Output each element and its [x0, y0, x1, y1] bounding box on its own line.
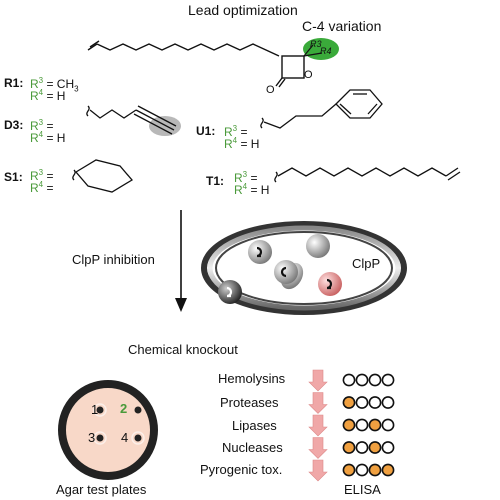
elisa-well	[368, 463, 382, 477]
wavy-bond	[274, 171, 278, 183]
elisa-well	[368, 418, 382, 432]
plate-well-label-1: 1	[91, 402, 99, 417]
protein-label: ClpP	[352, 256, 381, 271]
elisa-well	[381, 396, 395, 409]
variation-label: C-4 variation	[302, 18, 382, 34]
u1-r4: R4 = H	[224, 136, 260, 151]
factor-nucleases: Nucleases	[222, 440, 283, 455]
lactone-ring	[281, 55, 305, 79]
t1-r3: R3 =	[234, 170, 258, 185]
factor-lipases: Lipases	[232, 418, 277, 433]
process-arrow	[175, 210, 187, 312]
elisa-well	[342, 373, 356, 387]
elisa-label: ELISA	[344, 482, 381, 497]
ring-oxygen: O	[304, 69, 313, 81]
lead-structure	[87, 40, 305, 88]
down-arrow-icon	[308, 459, 328, 482]
clpp-subunit	[248, 240, 272, 264]
elisa-well	[355, 373, 369, 387]
elisa-well	[355, 441, 369, 454]
factor-arrows	[308, 369, 328, 482]
t1-structure	[274, 167, 461, 183]
elisa-well	[368, 396, 382, 409]
well-4	[134, 434, 142, 442]
down-arrow-icon	[308, 437, 328, 459]
elisa-grid	[342, 373, 395, 477]
d3-structure	[86, 105, 181, 136]
d3-r4: R4 = H	[30, 130, 66, 145]
scaffold-r4: R4	[320, 46, 332, 56]
r3-bond	[303, 44, 314, 57]
r4-bond	[303, 52, 323, 57]
compound-id-s1: S1:	[4, 170, 23, 184]
factor-pyrogenic: Pyrogenic tox.	[200, 462, 283, 477]
clpp-diagram	[201, 221, 407, 315]
plate-well-label-4: 4	[121, 430, 129, 445]
compound-id-d3: D3:	[4, 118, 24, 132]
wavy-bond	[86, 105, 90, 117]
wavy-bond	[260, 117, 264, 129]
carbonyl-bond	[275, 77, 283, 87]
elisa-well	[355, 418, 369, 432]
elisa-well	[368, 441, 382, 454]
r1-r3: R3 = CH3	[30, 76, 79, 94]
plate-well-label-3: 3	[88, 430, 96, 445]
t1-r4: R4 = H	[234, 182, 270, 197]
clpp-subunit-dark	[218, 280, 242, 304]
plate-well-label-2: 2	[120, 401, 128, 416]
down-arrow-icon	[308, 414, 328, 437]
elisa-well	[381, 441, 395, 454]
elisa-well	[342, 418, 356, 432]
plate-label: Agar test plates	[56, 482, 147, 497]
s1-r3: R3 =	[30, 168, 54, 183]
scaffold-r3: R3	[310, 39, 322, 49]
s1-r4: R4 =	[30, 180, 54, 195]
well-3	[96, 434, 104, 442]
compound-id-t1: T1:	[206, 174, 225, 188]
compound-id-u1: U1:	[196, 124, 216, 138]
elisa-well	[342, 396, 356, 409]
well-2	[134, 406, 142, 414]
clpp-subunit-red	[318, 272, 342, 296]
agar-plate	[58, 380, 158, 480]
elisa-well	[368, 373, 382, 387]
clpp-ring-outer	[201, 221, 407, 315]
carbonyl-oxygen: O	[266, 84, 275, 96]
step-label: ClpP inhibition	[72, 252, 155, 267]
r1-r4: R4 = H	[30, 88, 66, 103]
factor-proteases: Proteases	[220, 395, 279, 410]
u1-r3: R3 =	[224, 124, 248, 139]
down-arrow-icon	[308, 369, 328, 392]
elisa-well	[381, 463, 395, 477]
elisa-well	[342, 463, 356, 477]
clpp-subunit	[274, 260, 298, 284]
elisa-well	[381, 418, 395, 432]
down-arrow-icon	[308, 392, 328, 414]
benzene-ring	[335, 89, 383, 119]
factor-hemolysins: Hemolysins	[218, 371, 286, 386]
u1-structure	[260, 89, 383, 129]
elisa-well	[381, 373, 395, 387]
elisa-well	[355, 463, 369, 477]
s1-structure	[72, 159, 133, 193]
clpp-subunit	[306, 234, 330, 258]
d3-r3: R3 =	[30, 118, 54, 133]
compound-id-r1: R1:	[4, 76, 24, 90]
cyclohexane-ring	[75, 159, 133, 193]
elisa-well	[342, 441, 356, 454]
panel-title: Lead optimization	[188, 2, 298, 18]
alkyl-chain	[96, 43, 280, 57]
wavy-bond	[72, 169, 76, 181]
well-1	[96, 406, 104, 414]
elisa-well	[355, 396, 369, 409]
section-title: Chemical knockout	[128, 342, 238, 357]
